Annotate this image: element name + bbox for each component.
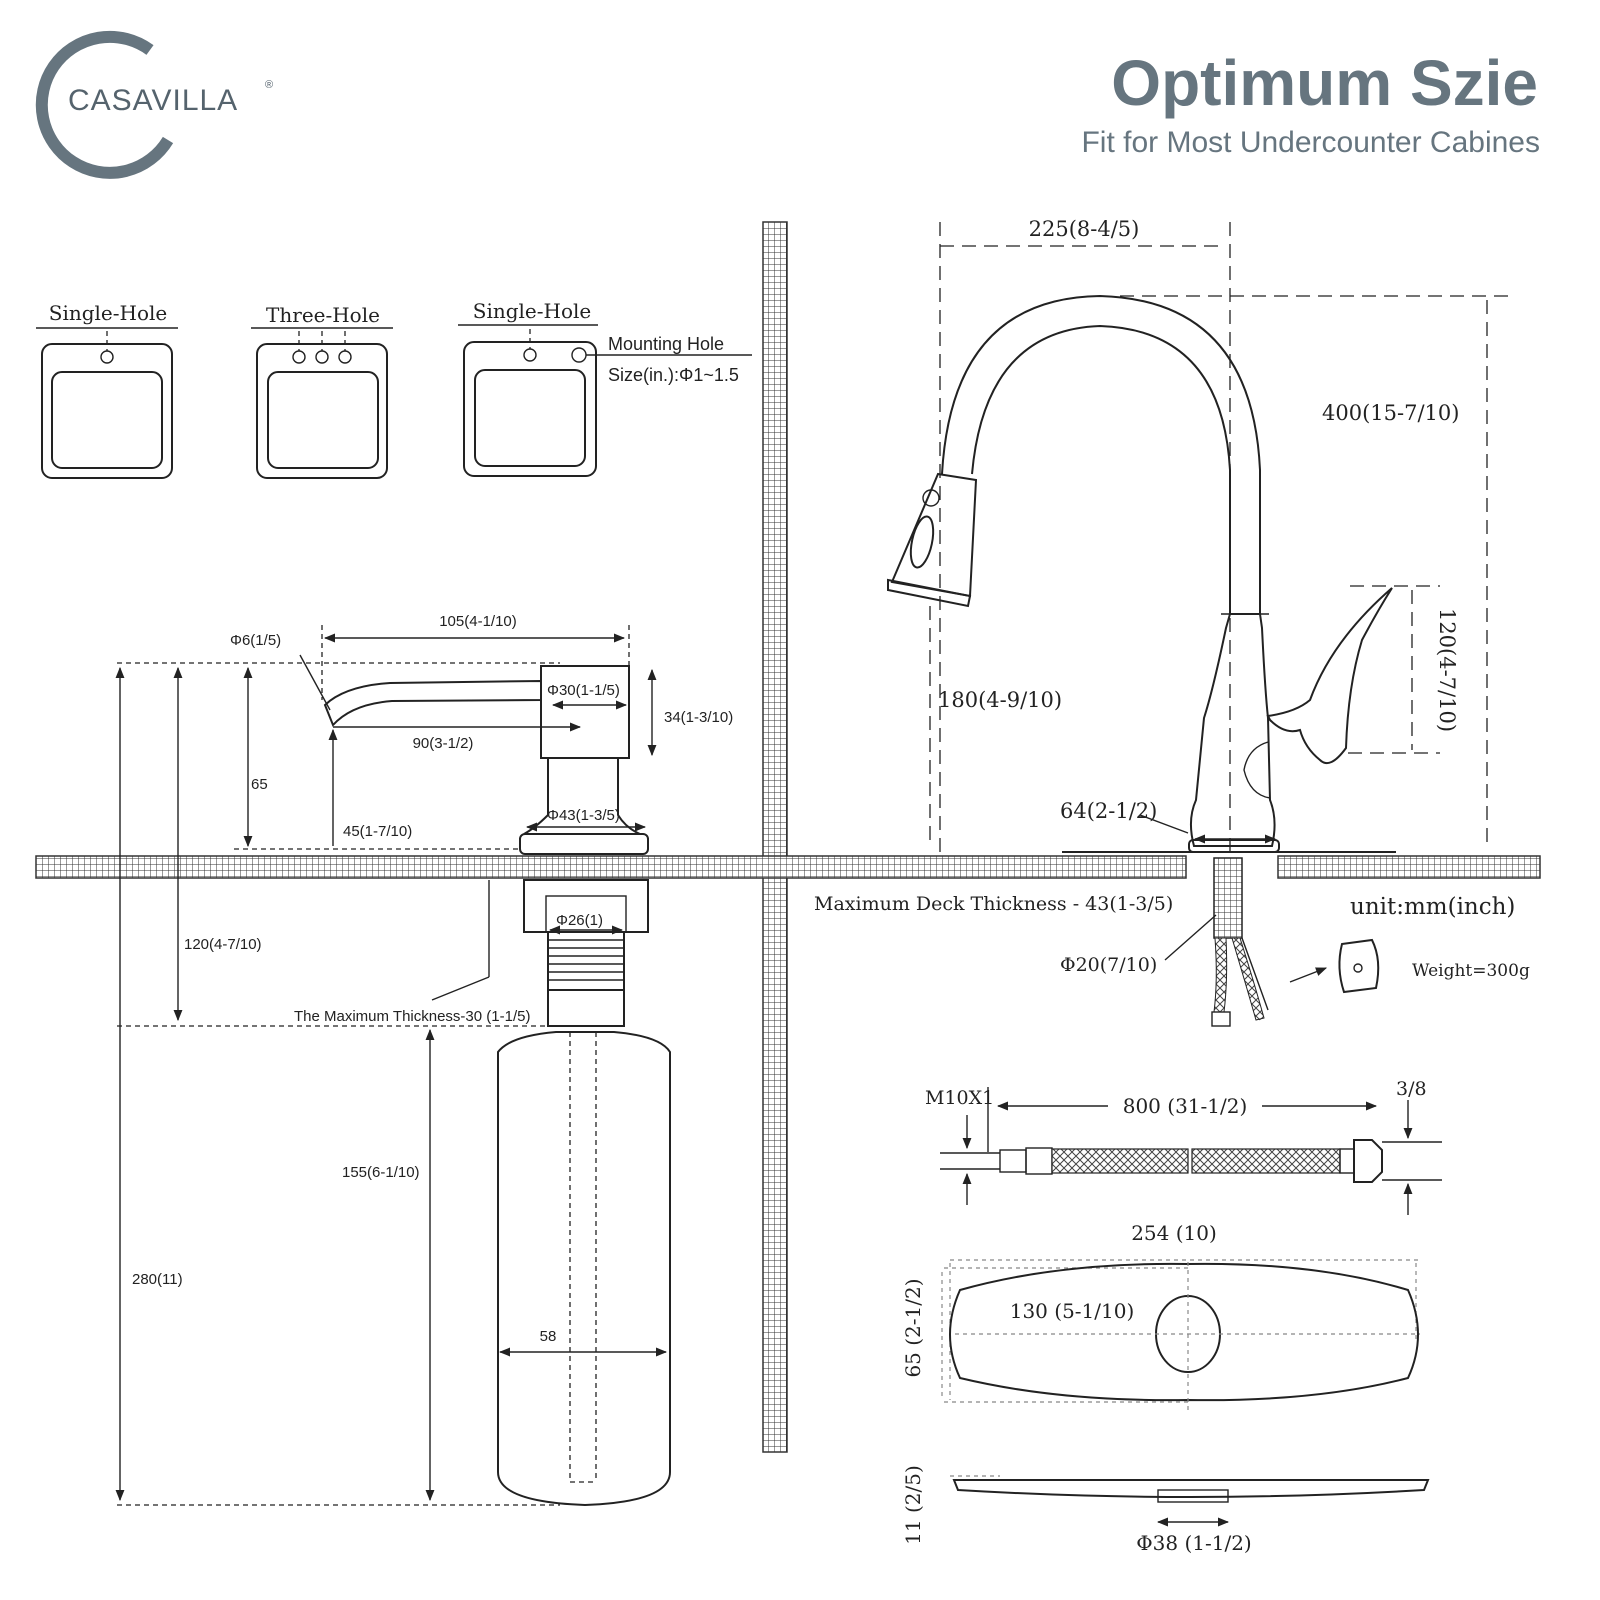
dim-total-height: 65 (251, 776, 268, 793)
faucet-hole-icon (338, 350, 352, 364)
sink-type-label: Three-Hole (266, 303, 380, 327)
dim-shank-length: 120(4-7/10) (184, 936, 262, 953)
mounting-hole-size: Size(in.):Φ1~1.5 (608, 365, 739, 385)
deck-plate-hole-diameter: Φ38 (1-1/2) (1136, 1531, 1251, 1555)
spray-head-icon (887, 472, 978, 608)
faucet-dimension-labels: 225(8-4/5) 400(15-7/10) 120(4-7/10) 180(… (814, 217, 1530, 981)
soap-hole-icon (571, 347, 587, 363)
weight-label: Weight=300g (1412, 961, 1530, 981)
dim-shank-diameter: Φ26(1) (556, 912, 603, 929)
mounting-hole-label: Mounting Hole (608, 334, 724, 354)
supply-hose-drawing (940, 1087, 1442, 1215)
deck-plate-hole-spacing: 130 (5-1/10) (1010, 1299, 1135, 1323)
sink-type-label: Single-Hole (49, 301, 168, 325)
soap-dimension-labels: Φ6(1/5) 105(4-1/10) Φ30(1-1/5) 34(1-3/10… (132, 613, 733, 1345)
vertical-divider-wall (762, 221, 788, 1453)
logo-registered-mark: ® (265, 79, 273, 91)
deck-plate-dimension-labels: 254 (10) 65 (2-1/2) 130 (5-1/10) 11 (2/5… (901, 1221, 1252, 1555)
dim-spout-length: 105(4-1/10) (439, 613, 517, 630)
faucet-hole-icon (100, 350, 114, 364)
deck-plate-thickness: 11 (2/5) (901, 1465, 925, 1545)
countertop-right (1277, 855, 1541, 879)
faucet-dimension-lines (929, 222, 1510, 961)
deck-thickness-label: Maximum Deck Thickness - 43(1-3/5) (814, 893, 1173, 915)
dim-head-height: 34(1-3/10) (664, 709, 733, 726)
unit-label: unit:mm(inch) (1350, 894, 1515, 920)
logo-wordmark: CASAVILLA (68, 84, 238, 117)
faucet-hole-icon (292, 350, 306, 364)
weight-component-icon (1289, 938, 1380, 994)
hose-length-label: 800 (31-1/2) (1123, 1094, 1248, 1118)
dim-shank-diameter: Φ20(7/10) (1060, 954, 1157, 976)
deck-plate-depth: 65 (2-1/2) (901, 1278, 925, 1377)
faucet-drawing (887, 294, 1396, 1027)
hose-fitting-label: 3/8 (1396, 1078, 1427, 1100)
dim-spout-reach: 225(8-4/5) (1029, 217, 1140, 241)
thread-icon (547, 931, 625, 991)
dim-base-diameter: 64(2-1/2) (1060, 799, 1157, 823)
faucet-hole-icon (315, 350, 329, 364)
dim-spout-diameter: Φ6(1/5) (230, 632, 281, 649)
hose-thread-label: M10X1 (925, 1087, 994, 1109)
sink-type-label: Single-Hole (473, 299, 592, 323)
dim-base-diameter: Φ43(1-3/5) (547, 807, 620, 824)
page-subtitle: Fit for Most Undercounter Cabines (1081, 126, 1540, 159)
logo-ring-icon (35, 30, 174, 179)
sink-type-single-hole-with-soap: Single-Hole Mounting Hole Size(in.):Φ1~1… (458, 299, 752, 477)
page-title: Optimum Szie (1111, 47, 1538, 119)
deck-plate-drawing (941, 1259, 1430, 1527)
dim-spout-clearance: 180(4-9/10) (938, 688, 1062, 712)
dim-overall-height: 280(11) (132, 1271, 183, 1288)
dim-handle-height: 120(4-7/10) (1435, 608, 1459, 732)
handle-lever-icon (1243, 587, 1393, 799)
deck-plate-width: 254 (10) (1131, 1221, 1217, 1245)
dim-bottle-height: 155(6-1/10) (342, 1164, 420, 1181)
hose-dimension-labels: M10X1 800 (31-1/2) 3/8 (925, 1078, 1427, 1118)
brand-logo: CASAVILLA ® (35, 30, 273, 179)
sink-type-single-hole: Single-Hole (36, 301, 178, 479)
dim-max-thickness: The Maximum Thickness-30 (1-1/5) (294, 1008, 530, 1025)
dim-faucet-height: 400(15-7/10) (1322, 401, 1459, 425)
faucet-hole-icon (523, 348, 537, 362)
dim-bottle-width: 58 (540, 1328, 557, 1345)
dim-spout-reach: 90(3-1/2) (413, 735, 474, 752)
countertop-left (35, 855, 1187, 879)
dim-head-diameter: Φ30(1-1/5) (547, 682, 620, 699)
soap-dispenser-drawing (323, 665, 671, 1507)
dim-spout-height: 45(1-7/10) (343, 823, 412, 840)
sink-type-three-hole: Three-Hole (251, 303, 393, 479)
soap-dimension-lines (115, 625, 668, 1506)
